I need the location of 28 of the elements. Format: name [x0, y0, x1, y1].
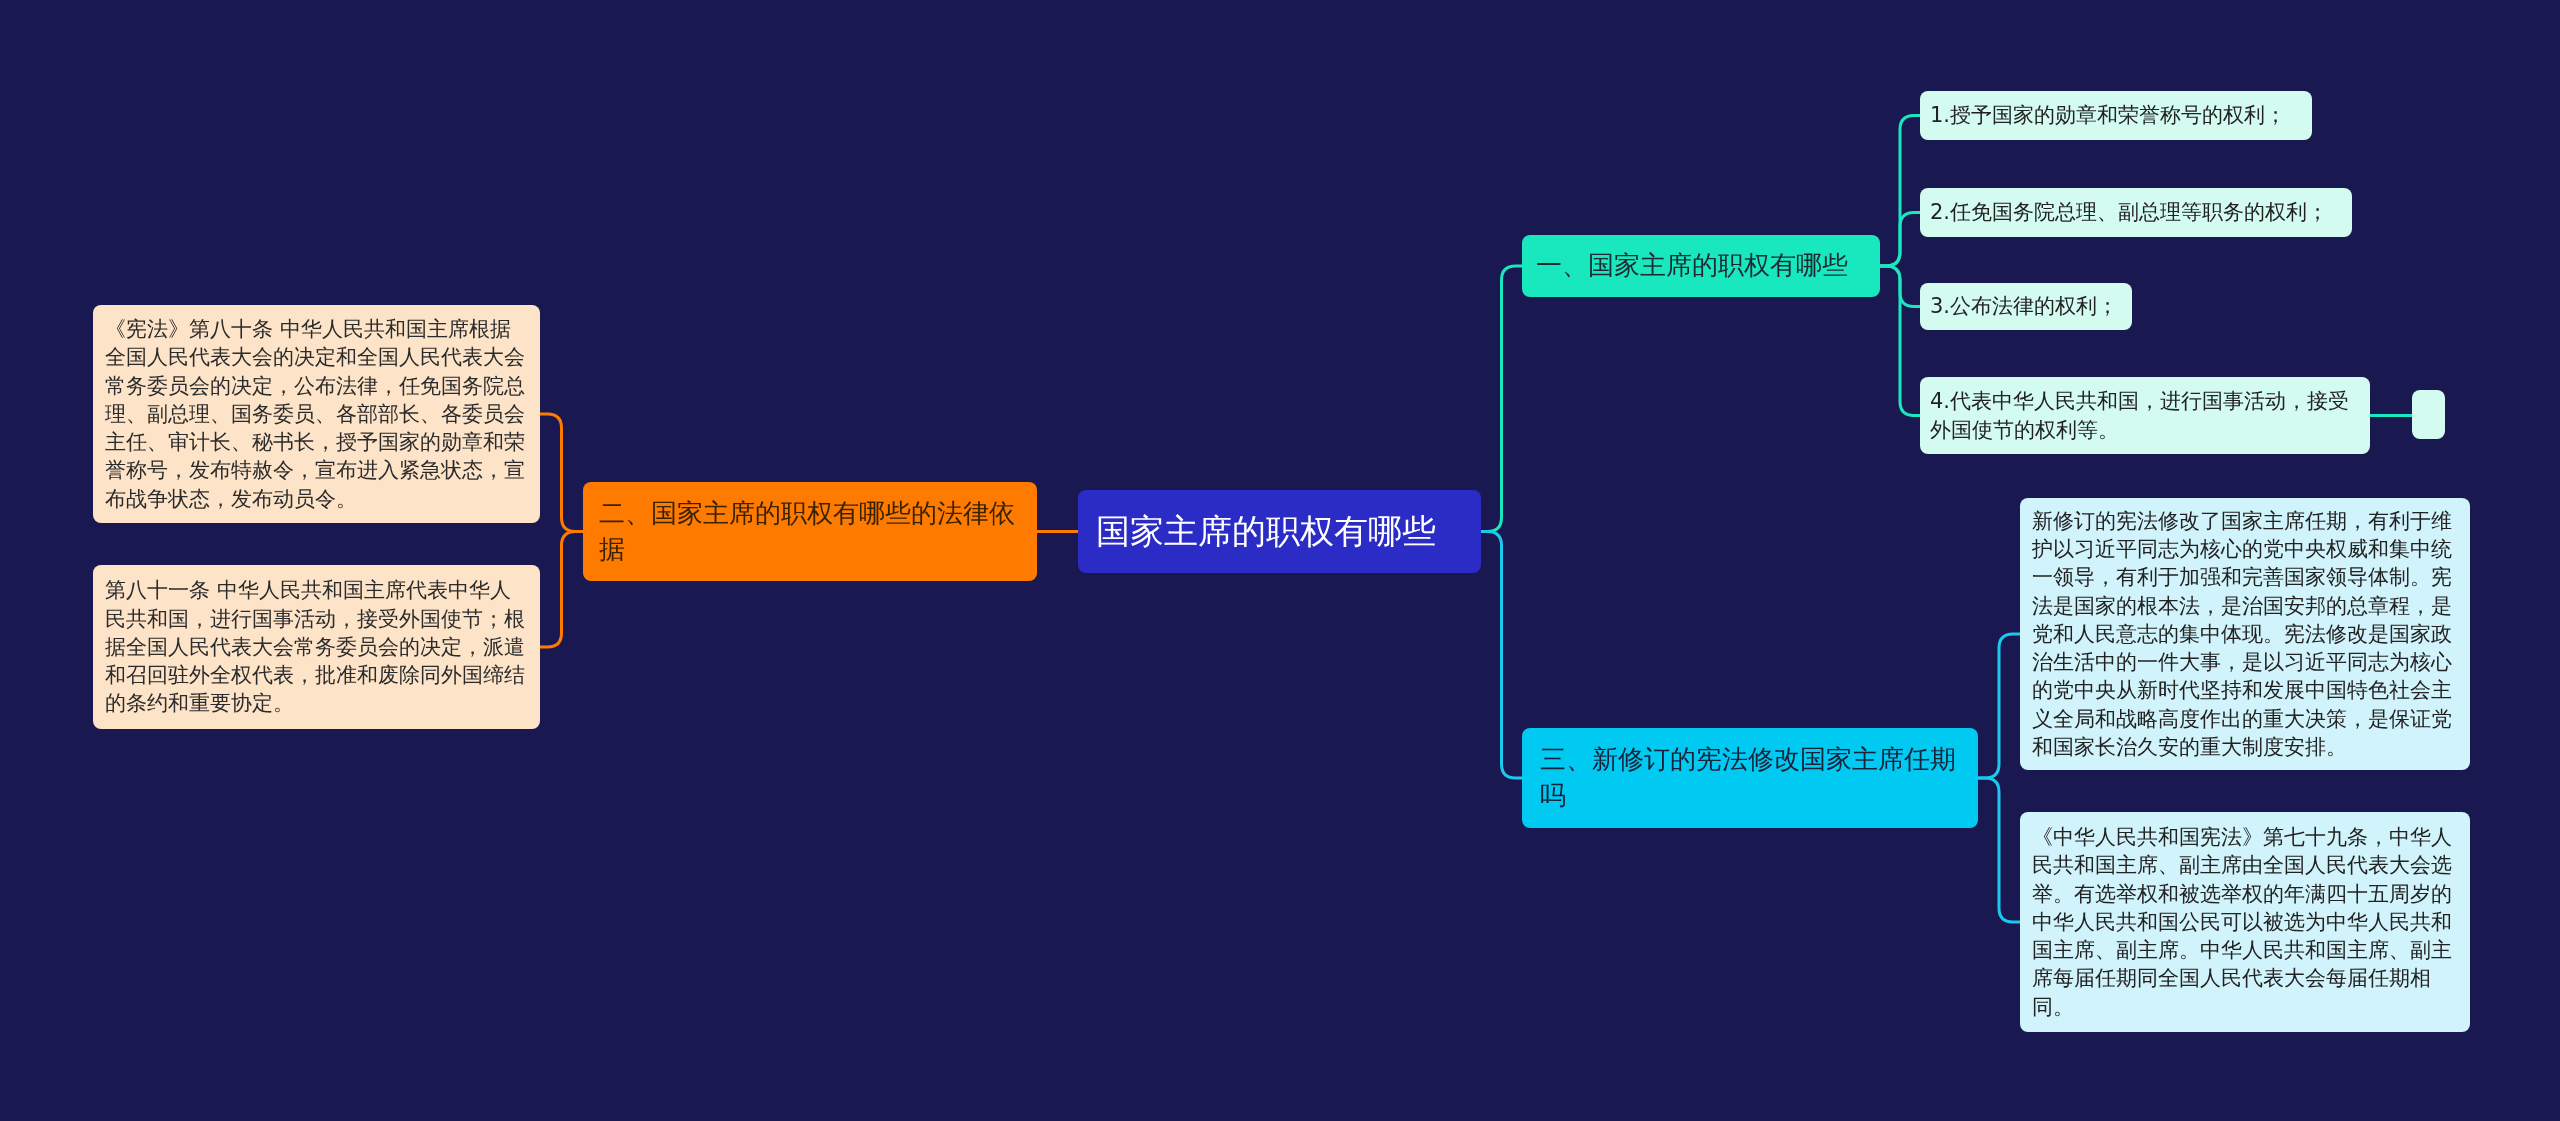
- item-box: [1920, 91, 2312, 140]
- item-text: 1.授予国家的勋章和荣誉称号的权利；: [1930, 102, 2287, 129]
- central-topic-text: 国家主席的职权有哪些: [1096, 510, 1436, 554]
- detail-text: 新修订的宪法修改了国家主席任期，有利于维护以习近平同志为核心的党中央权威和集中统一领导，有利于加强和完善国家领导体制。宪法是国家的根本法，是治国安邦的总章程，是党和人民意志的集中体现。宪法修改是国家政治生活中的一件大事，是以习近平同志为核心的党中央从新时代坚持和发展中国特色社会主义全局和战略高度作出的重大决策，是保证党和国家长治久安的重大制度安排。: [2032, 507, 2453, 761]
- branch-topic-box: [1522, 728, 1978, 828]
- detail-text: 《中华人民共和国宪法》第七十九条，中华人民共和国主席、副主席由全国人民代表大会选举。有选举权和被选举权的年满四十五周岁的中华人民共和国公民可以被选为中华人民共和国主席、副主席。中华人民共和国主席、副主席每届任期同全国人民代表大会每届任期相同。: [2032, 824, 2453, 1021]
- item-box: [1920, 283, 2132, 330]
- branch-topic-box: [583, 482, 1037, 581]
- connector-line: [1481, 530, 1522, 780]
- empty-box: [2412, 390, 2445, 439]
- connector-line: [540, 530, 583, 649]
- branch-topic-text: 二、国家主席的职权有哪些的法律依据: [599, 496, 1016, 566]
- detail-text: 第八十一条 中华人民共和国主席代表中华人民共和国，进行国事活动，接受外国使节；根据全国人民代表大会常务委员会的决定，派遣和召回驻外全权代表，批准和废除同外国缔结的条约和重要协定。: [105, 577, 526, 718]
- item-text: 3.公布法律的权利；: [1930, 293, 2119, 320]
- central-topic-box: [1078, 490, 1481, 573]
- branch-topic-text: 一、国家主席的职权有哪些: [1536, 249, 1848, 283]
- item-box: [1920, 188, 2352, 237]
- item-box: [1920, 377, 2370, 454]
- branch-topic-box: [1522, 235, 1880, 297]
- item-text: 4.代表中华人民共和国，进行国事活动，接受外国使节的权利等。: [1930, 387, 2351, 444]
- connector-line: [1978, 776, 2020, 924]
- connector-line: [2370, 414, 2412, 417]
- connector-line: [1037, 530, 1078, 533]
- detail-text: 《宪法》第八十条 中华人民共和国主席根据全国人民代表大会的决定和全国人民代表大会常务委员会的决定，公布法律，任免国务院总理、副总理、国务委员、各部部长、各委员会主任、审计长、秘书长，授予国家的勋章和荣誉称号，发布特赦令，宣布进入紧急状态，宣布战争状态，发布动员令。: [105, 316, 526, 513]
- detail-box: [93, 565, 540, 729]
- item-text: 2.任免国务院总理、副总理等职务的权利；: [1930, 199, 2329, 226]
- detail-box: [2020, 812, 2470, 1032]
- branch-topic-text: 三、新修订的宪法修改国家主席任期吗: [1540, 743, 1957, 812]
